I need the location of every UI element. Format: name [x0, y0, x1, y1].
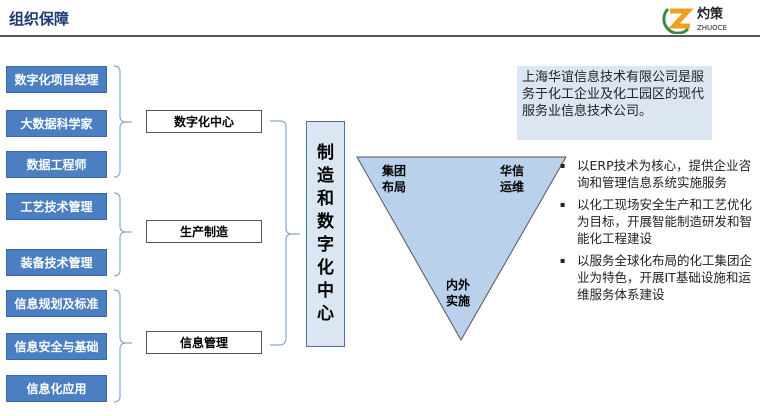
- center-char: 和: [317, 189, 334, 209]
- logo-text: 灼策: [697, 6, 724, 22]
- triangle-label-left: 集团布局: [382, 164, 407, 194]
- triangle-label-right: 华信运维: [500, 164, 525, 194]
- center-char: 制: [317, 143, 334, 163]
- role-box: 信息安全与基础: [6, 333, 107, 360]
- role-box: 工艺技术管理: [6, 193, 107, 220]
- logo-subtext: ZHUOCE: [697, 24, 727, 32]
- role-box: 数据工程师: [6, 151, 107, 178]
- role-box: 数字化项目经理: [6, 66, 107, 93]
- role-box: 大数据科学家: [6, 110, 107, 137]
- group-box: 信息管理: [146, 331, 262, 354]
- bracket: [113, 289, 132, 403]
- bracket: [113, 192, 132, 277]
- role-box: 信息化应用: [6, 375, 107, 402]
- center-char: 中: [317, 281, 334, 301]
- triangle-label-bottom: 内外实施: [446, 278, 471, 308]
- bullet-list: 以ERP技术为核心，提供企业咨询和管理信息系统实施服务 以化工现场安全生产和工艺…: [560, 157, 752, 308]
- bracket: [113, 65, 132, 178]
- center-char: 字: [317, 235, 334, 255]
- group-box: 生产制造: [146, 220, 262, 243]
- role-box: 装备技术管理: [6, 249, 107, 276]
- company-info: 上海华谊信息技术有限公司是服务于化工企业及化工园区的现代服务业信息技术公司。: [517, 66, 712, 140]
- bullet-item: 以ERP技术为核心，提供企业咨询和管理信息系统实施服务: [560, 157, 752, 191]
- triangle: [356, 156, 567, 342]
- center-box: 制 造 和 数 字 化 中 心: [306, 121, 345, 347]
- center-char: 数: [317, 212, 334, 232]
- bullet-item: 以服务全球化布局的化工集团企业为特色，开展IT基础设施和运维服务体系建设: [560, 252, 752, 303]
- role-box: 信息规划及标准: [6, 290, 107, 317]
- logo: 灼策 ZHUOCE: [660, 2, 752, 35]
- logo-icon: 灼策 ZHUOCE: [662, 6, 727, 35]
- page-title: 组织保障: [9, 10, 70, 28]
- group-box: 数字化中心: [146, 110, 262, 133]
- center-char: 心: [317, 304, 334, 324]
- header-divider: [0, 35, 760, 37]
- center-char: 化: [317, 258, 334, 278]
- bullet-item: 以化工现场安全生产和工艺优化为目标，开展智能制造研发和智能化工程建设: [560, 196, 752, 247]
- center-char: 造: [317, 166, 334, 186]
- bracket: [270, 120, 300, 346]
